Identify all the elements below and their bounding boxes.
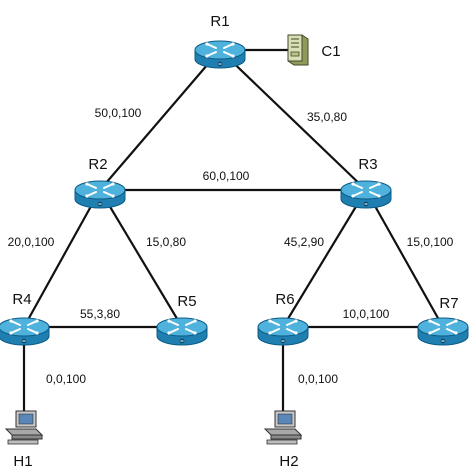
link-label-r6-h2: 0,0,100 <box>298 372 338 386</box>
links-layer <box>22 48 444 425</box>
nodes-layer <box>0 34 469 445</box>
router-label-r1: R1 <box>210 13 229 30</box>
router-label-r7: R7 <box>439 295 458 312</box>
endpoint-label-h2: H2 <box>279 453 298 470</box>
link-label-r2-r5: 15,0,80 <box>146 235 186 249</box>
link-label-r3-r7: 15,0,100 <box>407 235 454 249</box>
router-icon <box>156 317 208 346</box>
endpoint-label-h1: H1 <box>13 453 32 470</box>
link-label-r2-r3: 60,0,100 <box>203 169 250 183</box>
link-r1-r3 <box>219 49 367 191</box>
router-icon <box>417 317 469 346</box>
link-label-r4-h1: 0,0,100 <box>46 372 86 386</box>
router-label-r5: R5 <box>177 293 196 310</box>
router-icon <box>194 40 246 69</box>
router-icon <box>74 180 126 209</box>
link-label-r1-r3: 35,0,80 <box>307 110 347 124</box>
link-labels-layer: 50,0,100 35,0,80 60,0,100 20,0,100 15,0,80 55… <box>8 106 454 386</box>
router-label-r4: R4 <box>12 291 31 308</box>
link-r3-r7 <box>365 189 444 328</box>
link-r2-r4 <box>23 189 101 328</box>
link-label-r2-r4: 20,0,100 <box>8 235 55 249</box>
workstation-icon <box>4 410 44 445</box>
link-r3-r6 <box>282 189 367 328</box>
workstation-icon <box>263 410 303 445</box>
link-r2-r5 <box>99 189 183 328</box>
link-label-r3-r6: 45,2,90 <box>284 235 324 249</box>
link-r1-r2 <box>99 49 221 191</box>
router-icon <box>340 180 392 209</box>
link-label-r1-r2: 50,0,100 <box>95 106 142 120</box>
router-icon <box>257 317 309 346</box>
router-label-r2: R2 <box>88 156 107 173</box>
link-label-r4-r5: 55,3,80 <box>80 307 120 321</box>
router-label-r3: R3 <box>358 156 377 173</box>
server-icon <box>287 34 309 66</box>
router-icon <box>0 317 50 346</box>
endpoint-label-c1: C1 <box>321 43 340 60</box>
router-label-r6: R6 <box>275 291 294 308</box>
link-label-r6-r7: 10,0,100 <box>343 307 390 321</box>
